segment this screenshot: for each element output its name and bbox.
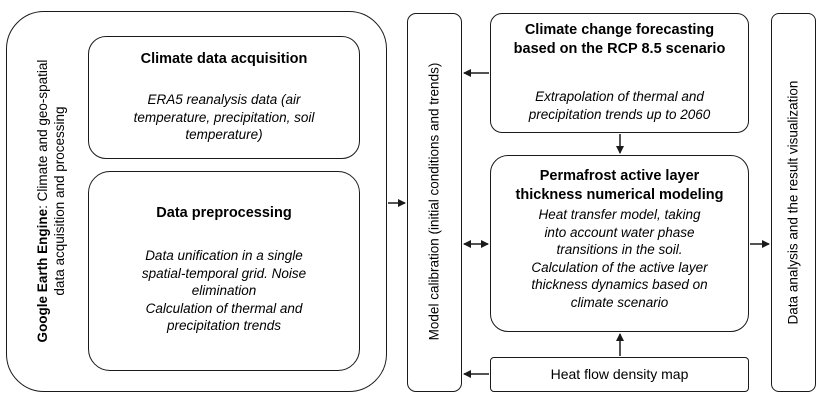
data-preprocessing-text: Data unification in a single spatial-tem… [141,248,307,333]
heat-flow-map-label: Heat flow density map [550,366,689,382]
data-analysis-box [771,13,816,392]
climate-data-acquisition-text: ERA5 reanalysis data (air temperature, p… [133,92,315,142]
permafrost-modeling-text: Heat transfer model, taking into account… [531,207,708,310]
climate-forecasting-title: Climate change forecasting based on the … [513,22,726,57]
climate-data-acquisition-box: Climate data acquisition ERA5 reanalysis… [88,36,360,159]
model-calibration-box [407,13,462,392]
climate-forecasting-text: Extrapolation of thermal and precipitati… [528,89,711,122]
data-preprocessing-title: Data preprocessing [156,205,292,221]
data-preprocessing-box: Data preprocessing Data unification in a… [88,171,360,371]
heat-flow-map-box: Heat flow density map [490,357,749,392]
permafrost-modeling-title: Permafrost active layer thickness numeri… [515,168,724,203]
climate-data-acquisition-title: Climate data acquisition [140,51,308,67]
permafrost-modeling-box: Permafrost active layer thickness numeri… [490,155,749,332]
climate-forecasting-box: Climate change forecasting based on the … [490,13,749,133]
